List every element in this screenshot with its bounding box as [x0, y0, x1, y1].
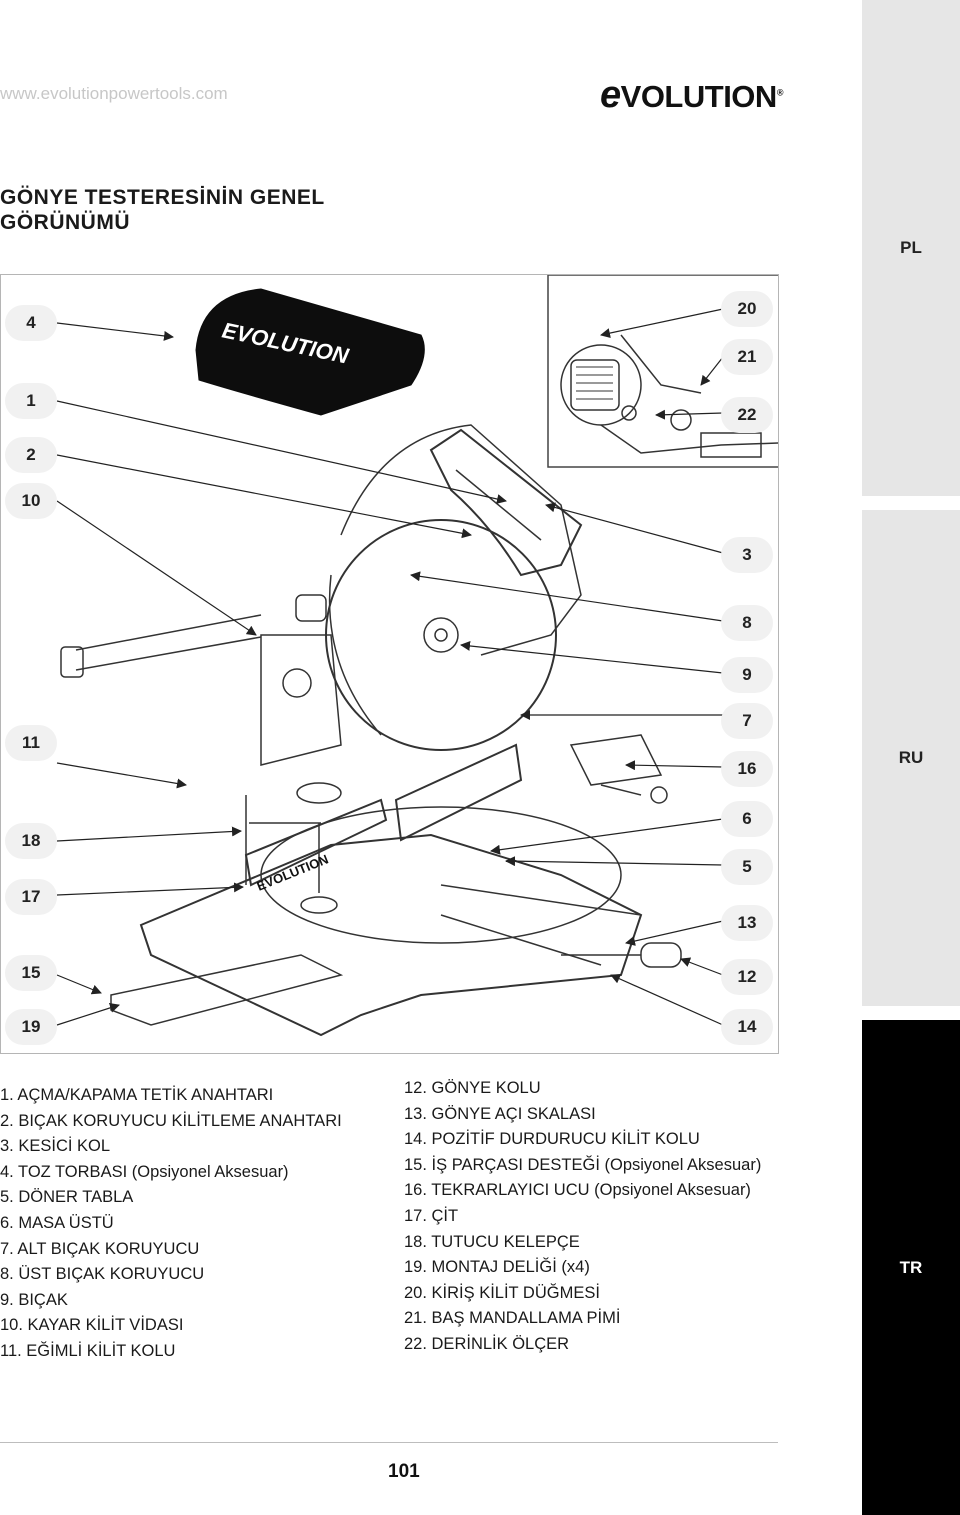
logo-e: e [600, 74, 621, 116]
part-item: 11. EĞİMLİ KİLİT KOLU [0, 1341, 176, 1360]
callout-15: 15 [5, 955, 57, 991]
callout-22: 22 [721, 397, 773, 433]
page-number: 101 [388, 1461, 420, 1482]
part-item: 12. GÖNYE KOLU [404, 1079, 541, 1097]
callout-4: 4 [5, 305, 57, 341]
callout-12: 12 [721, 959, 773, 995]
part-item: 5. DÖNER TABLA [0, 1188, 134, 1207]
part-item: 15. İŞ PARÇASI DESTEĞİ (Opsiyonel Aksesu… [404, 1155, 762, 1174]
page-title: GÖNYE TESTERESİNİN GENEL GÖRÜNÜMÜ [0, 186, 325, 234]
evolution-logo: eVOLUTION® [600, 74, 783, 117]
callout-5: 5 [721, 849, 773, 885]
part-item: 3. KESİCİ KOL [0, 1137, 111, 1156]
part-item: 6. MASA ÜSTÜ [0, 1213, 114, 1232]
part-item: 9. BIÇAK [0, 1290, 68, 1309]
callout-8: 8 [721, 605, 773, 641]
part-item: 17. ÇİT [404, 1206, 459, 1225]
tab-tr[interactable]: TR [862, 1020, 960, 1515]
callout-14: 14 [721, 1009, 773, 1045]
callout-16: 16 [721, 751, 773, 787]
logo-registered: ® [776, 87, 784, 98]
tab-pl[interactable]: PL [862, 0, 960, 496]
part-item: 8. ÜST BIÇAK KORUYUCU [0, 1265, 205, 1284]
callout-18: 18 [5, 823, 57, 859]
footer-divider [0, 1442, 778, 1443]
callout-13: 13 [721, 905, 773, 941]
callout-6: 6 [721, 801, 773, 837]
part-item: 20. KİRİŞ KİLİT DÜĞMESİ [404, 1283, 600, 1302]
callout-7: 7 [721, 703, 773, 739]
part-item: 4. TOZ TORBASI (Opsiyonel Aksesuar) [0, 1162, 289, 1181]
part-item: 19. MONTAJ DELİĞİ (x4) [404, 1258, 590, 1277]
part-item: 18. TUTUCU KELEPÇE [404, 1232, 580, 1251]
part-item: 22. DERİNLİK ÖLÇER [404, 1334, 570, 1353]
part-item: 16. TEKRARLAYICI UCU (Opsiyonel Aksesuar… [404, 1181, 751, 1200]
callout-11: 11 [5, 725, 57, 761]
callout-19: 19 [5, 1009, 57, 1045]
saw-diagram: EVOLUTION EVOLUTION [0, 274, 779, 1054]
part-item: 1. AÇMA/KAPAMA TETİK ANAHTARI [0, 1086, 274, 1104]
callout-20: 20 [721, 291, 773, 327]
callout-21: 21 [721, 339, 773, 375]
part-item: 14. POZİTİF DURDURUCU KİLİT KOLU [404, 1130, 700, 1149]
part-item: 13. GÖNYE AÇI SKALASI [404, 1104, 596, 1123]
callout-2: 2 [5, 437, 57, 473]
part-item: 21. BAŞ MANDALLAMA PİMİ [404, 1309, 621, 1328]
part-item: 2. BIÇAK KORUYUCU KİLİTLEME ANAHTARI [0, 1111, 342, 1130]
callout-10: 10 [5, 483, 57, 519]
callout-17: 17 [5, 879, 57, 915]
parts-list-left: 1. AÇMA/KAPAMA TETİK ANAHTARI 2. BIÇAK K… [0, 1083, 342, 1365]
callout-3: 3 [721, 537, 773, 573]
tab-ru[interactable]: RU [862, 510, 960, 1006]
part-item: 7. ALT BIÇAK KORUYUCU [0, 1239, 200, 1258]
parts-list-right: 12. GÖNYE KOLU 13. GÖNYE AÇI SKALASI 14.… [404, 1076, 761, 1358]
callout-9: 9 [721, 657, 773, 693]
callout-1: 1 [5, 383, 57, 419]
logo-text: VOLUTION [620, 79, 778, 114]
website-url: www.evolutionpowertools.com [0, 84, 228, 103]
dust-bag-shape [195, 288, 425, 416]
part-item: 10. KAYAR KİLİT VİDASI [0, 1316, 184, 1335]
miter-saw-illustration: EVOLUTION EVOLUTION [56, 275, 778, 1037]
